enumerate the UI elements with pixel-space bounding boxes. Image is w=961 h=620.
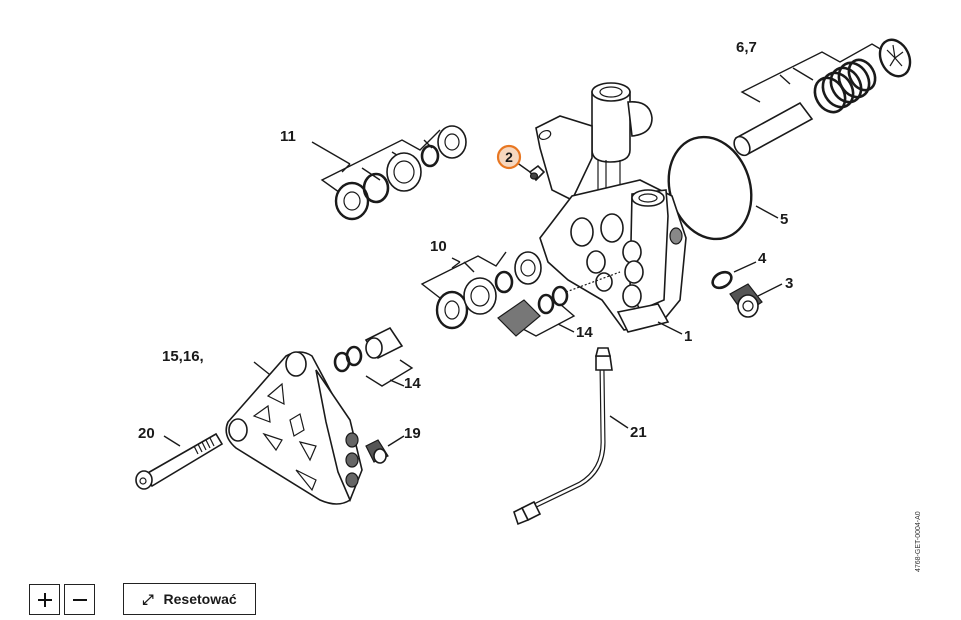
minus-icon [72,598,87,601]
callout-6-7[interactable]: 6,7 [736,39,757,56]
callout-14-upper[interactable]: 14 [576,324,593,341]
expand-arrows-icon: ⤢ [142,591,154,607]
callout-1[interactable]: 1 [684,328,692,345]
callout-3[interactable]: 3 [785,275,793,292]
part-11-seal-set[interactable] [311,125,467,221]
callout-5[interactable]: 5 [780,211,788,228]
zoom-controls [29,584,95,615]
part-21-pipe[interactable] [513,347,629,526]
callout-19[interactable]: 19 [404,425,421,442]
reset-label: Resetować [163,591,237,607]
part-4-o-ring[interactable] [710,261,757,291]
part-1-pump-housing[interactable] [535,82,687,335]
zoom-out-button[interactable] [64,584,95,615]
callout-21[interactable]: 21 [630,424,647,441]
plus-icon [37,592,52,607]
part-6-7-spring-assembly[interactable] [731,35,916,158]
callout-11[interactable]: 11 [280,128,296,145]
callout-2-label[interactable]: 2 [505,149,513,165]
reset-view-button[interactable]: ⤢ Resetować [123,583,256,615]
part-2-plug[interactable] [515,161,546,182]
callout-10[interactable]: 10 [430,238,447,255]
part-10-seal-set[interactable] [420,251,542,330]
zoom-in-button[interactable] [29,584,60,615]
part-14-valve-lower[interactable] [333,326,414,387]
part-3-plug[interactable] [729,283,783,318]
document-id: 4768-GET-0004-A0 [915,511,922,572]
part-20-bolt[interactable] [135,432,224,490]
callout-15-16[interactable]: 15,16, [162,348,204,365]
callout-20[interactable]: 20 [138,425,155,442]
part-14-valve-upper[interactable] [497,271,621,337]
part-15-16-manifold[interactable] [225,351,363,505]
part-19-plug[interactable] [365,435,405,464]
callout-4[interactable]: 4 [758,250,767,267]
callout-2-highlighted[interactable]: 2 [496,144,522,170]
callout-14-lower[interactable]: 14 [404,375,421,392]
